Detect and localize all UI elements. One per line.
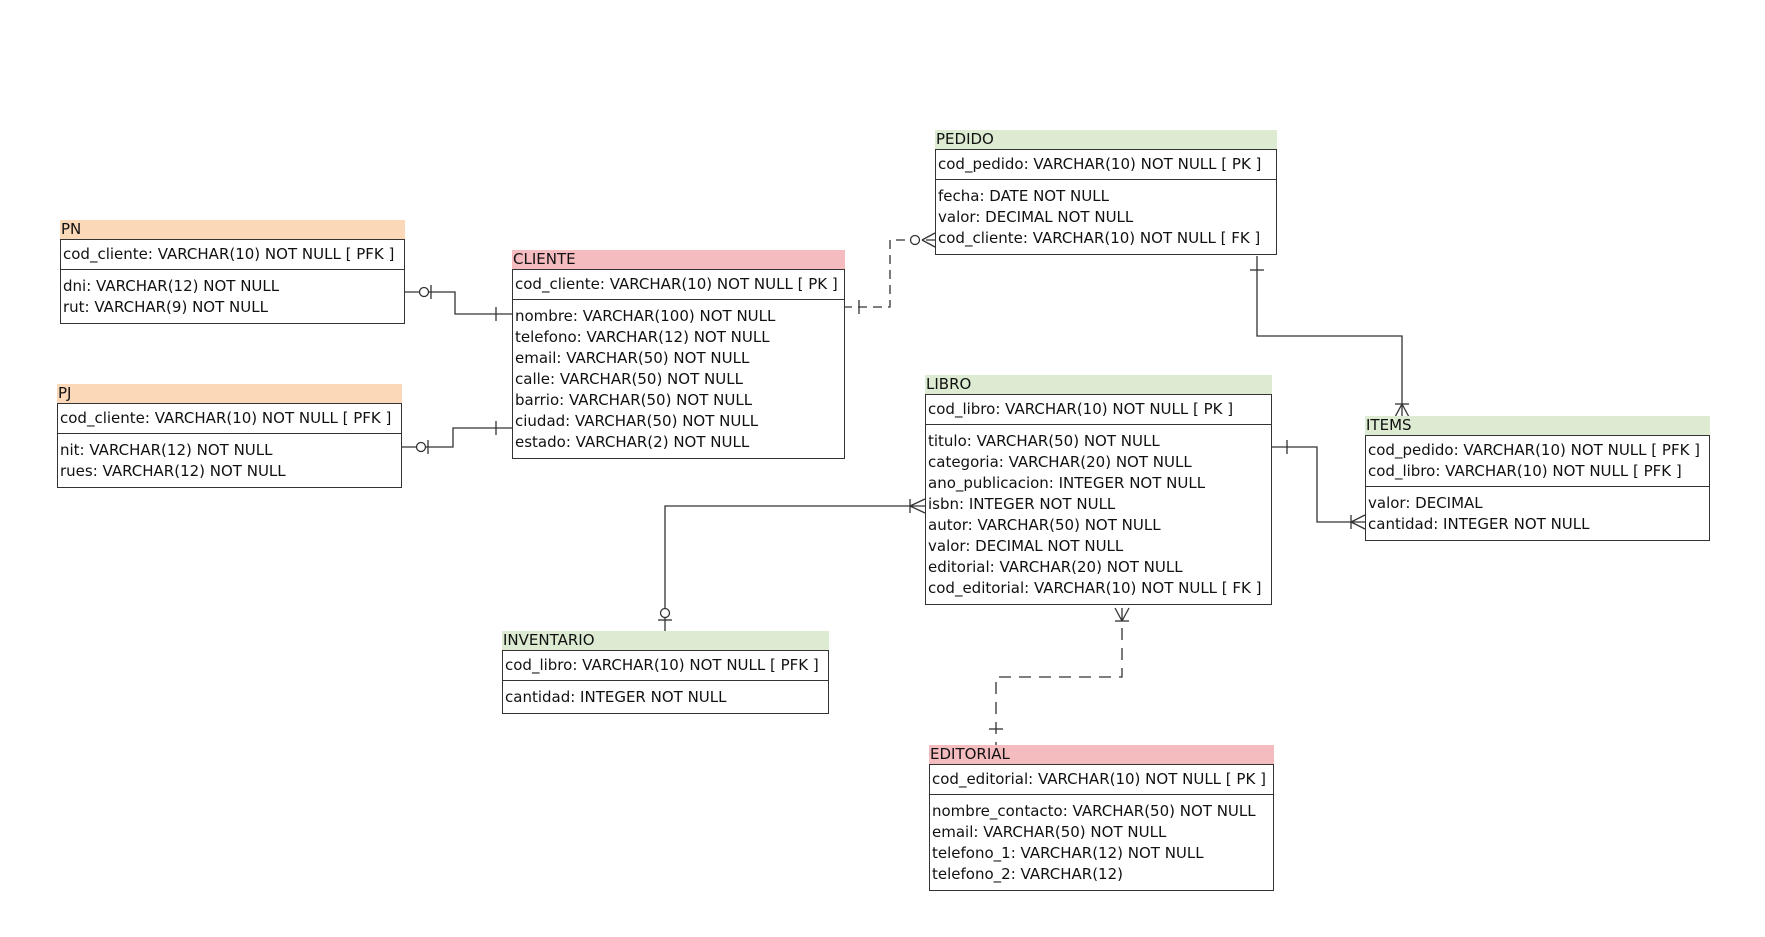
rel-pj-cliente [400, 421, 512, 454]
attribute-column: fecha: DATE NOT NULL [938, 187, 1109, 205]
attribute-section: valor: DECIMAL cantidad: INTEGER NOT NUL… [1366, 487, 1709, 540]
entity-title: PEDIDO [935, 130, 1277, 149]
key-section: cod_pedido: VARCHAR(10) NOT NULL [ PFK ]… [1366, 436, 1709, 487]
entity-title: CLIENTE [512, 250, 845, 269]
entity-body: cod_cliente: VARCHAR(10) NOT NULL [ PFK … [57, 403, 402, 488]
rel-cliente-pedido [843, 232, 936, 314]
entity-pn[interactable]: PN cod_cliente: VARCHAR(10) NOT NULL [ P… [60, 220, 405, 324]
attribute-column: nit: VARCHAR(12) NOT NULL [60, 441, 273, 459]
key-column: cod_cliente: VARCHAR(10) NOT NULL [ PK ] [515, 275, 838, 293]
attribute-column: ano_publicacion: INTEGER NOT NULL [928, 474, 1206, 492]
key-section: cod_libro: VARCHAR(10) NOT NULL [ PK ] [926, 395, 1271, 425]
attribute-column: barrio: VARCHAR(50) NOT NULL [515, 391, 753, 409]
rel-pn-cliente [403, 285, 512, 321]
entity-title: INVENTARIO [502, 631, 829, 650]
attribute-column: email: VARCHAR(50) NOT NULL [932, 823, 1167, 841]
attribute-column: cod_cliente: VARCHAR(10) NOT NULL [ FK ] [938, 229, 1261, 247]
entity-items[interactable]: ITEMS cod_pedido: VARCHAR(10) NOT NULL [… [1365, 416, 1710, 541]
attribute-column: valor: DECIMAL NOT NULL [938, 208, 1134, 226]
entity-body: cod_pedido: VARCHAR(10) NOT NULL [ PK ] … [935, 149, 1277, 255]
attribute-column: titulo: VARCHAR(50) NOT NULL [928, 432, 1160, 450]
attribute-column: email: VARCHAR(50) NOT NULL [515, 349, 750, 367]
entity-cliente[interactable]: CLIENTE cod_cliente: VARCHAR(10) NOT NUL… [512, 250, 845, 459]
attribute-column: cantidad: INTEGER NOT NULL [505, 688, 727, 706]
key-column: cod_editorial: VARCHAR(10) NOT NULL [ PK… [932, 770, 1266, 788]
attribute-section: nombre_contacto: VARCHAR(50) NOT NULL em… [930, 795, 1273, 890]
entity-body: cod_pedido: VARCHAR(10) NOT NULL [ PFK ]… [1365, 435, 1710, 541]
entity-title: EDITORIAL [929, 745, 1274, 764]
attribute-column: ciudad: VARCHAR(50) NOT NULL [515, 412, 759, 430]
entity-title: ITEMS [1365, 416, 1710, 435]
attribute-column: rues: VARCHAR(12) NOT NULL [60, 462, 286, 480]
attribute-column: isbn: INTEGER NOT NULL [928, 495, 1116, 513]
key-column: cod_cliente: VARCHAR(10) NOT NULL [ PFK … [60, 409, 392, 427]
rel-pedido-items [1250, 256, 1410, 418]
attribute-column: estado: VARCHAR(2) NOT NULL [515, 433, 750, 451]
key-section: cod_cliente: VARCHAR(10) NOT NULL [ PFK … [61, 240, 404, 270]
rel-editorial-libro [989, 607, 1130, 745]
attribute-column: valor: DECIMAL NOT NULL [928, 537, 1124, 555]
key-section: cod_pedido: VARCHAR(10) NOT NULL [ PK ] [936, 150, 1276, 180]
attribute-column: categoria: VARCHAR(20) NOT NULL [928, 453, 1192, 471]
key-column: cod_libro: VARCHAR(10) NOT NULL [ PFK ] [505, 656, 819, 674]
entity-editorial[interactable]: EDITORIAL cod_editorial: VARCHAR(10) NOT… [929, 745, 1274, 891]
entity-title: LIBRO [925, 375, 1272, 394]
attribute-column: autor: VARCHAR(50) NOT NULL [928, 516, 1161, 534]
attribute-column: nombre_contacto: VARCHAR(50) NOT NULL [932, 802, 1256, 820]
key-section: cod_editorial: VARCHAR(10) NOT NULL [ PK… [930, 765, 1273, 795]
key-section: cod_libro: VARCHAR(10) NOT NULL [ PFK ] [503, 651, 828, 681]
key-column: cod_libro: VARCHAR(10) NOT NULL [ PK ] [928, 400, 1234, 418]
attribute-column: cod_editorial: VARCHAR(10) NOT NULL [ FK… [928, 579, 1262, 597]
key-section: cod_cliente: VARCHAR(10) NOT NULL [ PFK … [58, 404, 401, 434]
entity-body: cod_editorial: VARCHAR(10) NOT NULL [ PK… [929, 764, 1274, 891]
attribute-section: fecha: DATE NOT NULL valor: DECIMAL NOT … [936, 180, 1276, 254]
attribute-column: dni: VARCHAR(12) NOT NULL [63, 277, 280, 295]
entity-body: cod_libro: VARCHAR(10) NOT NULL [ PK ] t… [925, 394, 1272, 605]
attribute-column: telefono_2: VARCHAR(12) [932, 865, 1123, 883]
attribute-section: titulo: VARCHAR(50) NOT NULL categoria: … [926, 425, 1271, 604]
entity-body: cod_cliente: VARCHAR(10) NOT NULL [ PK ]… [512, 269, 845, 459]
rel-libro-inventario [658, 498, 926, 631]
entity-title: PJ [57, 384, 402, 403]
attribute-column: rut: VARCHAR(9) NOT NULL [63, 298, 268, 316]
entity-libro[interactable]: LIBRO cod_libro: VARCHAR(10) NOT NULL [ … [925, 375, 1272, 605]
attribute-column: nombre: VARCHAR(100) NOT NULL [515, 307, 776, 325]
entity-title: PN [60, 220, 405, 239]
attribute-section: cantidad: INTEGER NOT NULL [503, 681, 828, 713]
entity-pj[interactable]: PJ cod_cliente: VARCHAR(10) NOT NULL [ P… [57, 384, 402, 488]
attribute-section: nit: VARCHAR(12) NOT NULL rues: VARCHAR(… [58, 434, 401, 487]
key-section: cod_cliente: VARCHAR(10) NOT NULL [ PK ] [513, 270, 844, 300]
attribute-column: valor: DECIMAL [1368, 494, 1483, 512]
entity-body: cod_libro: VARCHAR(10) NOT NULL [ PFK ] … [502, 650, 829, 714]
attribute-section: dni: VARCHAR(12) NOT NULL rut: VARCHAR(9… [61, 270, 404, 323]
key-column: cod_libro: VARCHAR(10) NOT NULL [ PFK ] [1368, 462, 1682, 480]
key-column: cod_pedido: VARCHAR(10) NOT NULL [ PK ] [938, 155, 1262, 173]
key-column: cod_cliente: VARCHAR(10) NOT NULL [ PFK … [63, 245, 395, 263]
attribute-column: telefono_1: VARCHAR(12) NOT NULL [932, 844, 1204, 862]
entity-body: cod_cliente: VARCHAR(10) NOT NULL [ PFK … [60, 239, 405, 324]
attribute-section: nombre: VARCHAR(100) NOT NULL telefono: … [513, 300, 844, 458]
attribute-column: editorial: VARCHAR(20) NOT NULL [928, 558, 1183, 576]
attribute-column: calle: VARCHAR(50) NOT NULL [515, 370, 743, 388]
attribute-column: telefono: VARCHAR(12) NOT NULL [515, 328, 770, 346]
rel-libro-items [1270, 440, 1366, 530]
entity-pedido[interactable]: PEDIDO cod_pedido: VARCHAR(10) NOT NULL … [935, 130, 1277, 255]
key-column: cod_pedido: VARCHAR(10) NOT NULL [ PFK ] [1368, 441, 1701, 459]
entity-inventario[interactable]: INVENTARIO cod_libro: VARCHAR(10) NOT NU… [502, 631, 829, 714]
attribute-column: cantidad: INTEGER NOT NULL [1368, 515, 1590, 533]
